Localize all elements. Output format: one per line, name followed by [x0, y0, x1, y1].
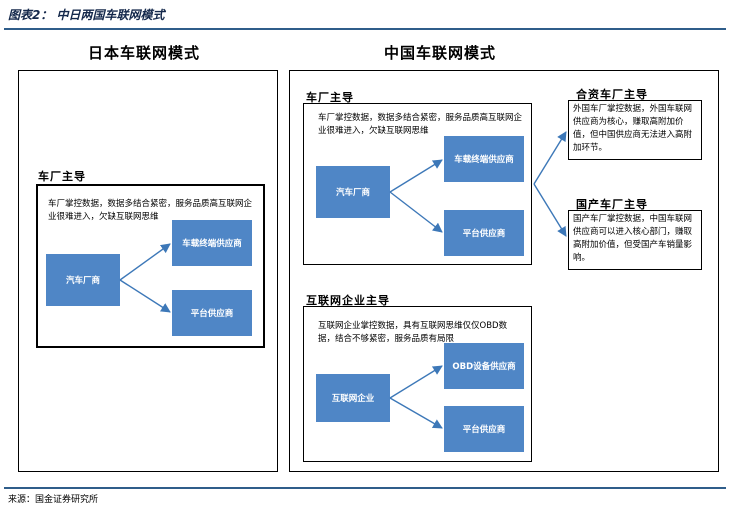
- japan-heading: 日本车联网模式: [88, 44, 201, 62]
- china-jv-arrow: [533, 131, 567, 185]
- china-internet-arrow-bottom: [389, 397, 443, 429]
- china-jv-label: 合资车厂主导: [576, 88, 648, 101]
- china-oem-target-top: 车载终端供应商: [444, 136, 524, 182]
- bottom-rule: [4, 487, 726, 489]
- japan-group-label: 车厂主导: [38, 170, 86, 183]
- china-domestic-arrow: [533, 183, 567, 237]
- china-internet-arrow-top: [389, 365, 443, 399]
- china-internet-target-bottom: 平台供应商: [444, 406, 524, 452]
- china-internet-target-top: OBD设备供应商: [444, 343, 524, 389]
- figure-title: 图表2： 中日两国车联网模式: [8, 8, 165, 22]
- japan-target-top: 车载终端供应商: [172, 220, 252, 266]
- china-internet-label: 互联网企业主导: [306, 294, 390, 307]
- japan-arrow-top: [119, 243, 171, 281]
- china-oem-description: 车厂掌控数据，数据多结合紧密，服务品质高互联网企业很难进入，欠缺互联网思维: [318, 113, 523, 136]
- china-domestic-note: 国产车厂掌控数据，中国车联网供应商可以进入核心部门，赚取高附加价值，但受国产车销…: [568, 210, 702, 270]
- source-note: 来源：国金证券研究所: [8, 495, 99, 505]
- china-oem-arrow-bottom: [389, 191, 443, 233]
- japan-arrow-bottom: [119, 279, 171, 313]
- japan-source-box: 汽车厂商: [46, 254, 120, 306]
- top-rule: [4, 28, 726, 30]
- china-internet-description: 互联网企业掌控数据，具有互联网思维仅仅OBD数据，结合不够紧密，服务品质有局限: [318, 321, 508, 344]
- china-oem-label: 车厂主导: [306, 91, 354, 104]
- china-oem-source-box: 汽车厂商: [316, 166, 390, 218]
- china-domestic-label: 国产车厂主导: [576, 198, 648, 211]
- japan-description: 车厂掌控数据，数据多结合紧密，服务品质高互联网企业很难进入，欠缺互联网思维: [48, 199, 253, 222]
- china-oem-arrow-top: [389, 159, 443, 193]
- china-jv-note: 外国车厂掌控数据，外国车联网供应商为核心，赚取高附加价值，但中国供应商无法进入高…: [568, 100, 702, 160]
- china-internet-source-box: 互联网企业: [316, 374, 390, 422]
- china-oem-target-bottom: 平台供应商: [444, 210, 524, 256]
- japan-target-bottom: 平台供应商: [172, 290, 252, 336]
- china-heading: 中国车联网模式: [384, 44, 497, 62]
